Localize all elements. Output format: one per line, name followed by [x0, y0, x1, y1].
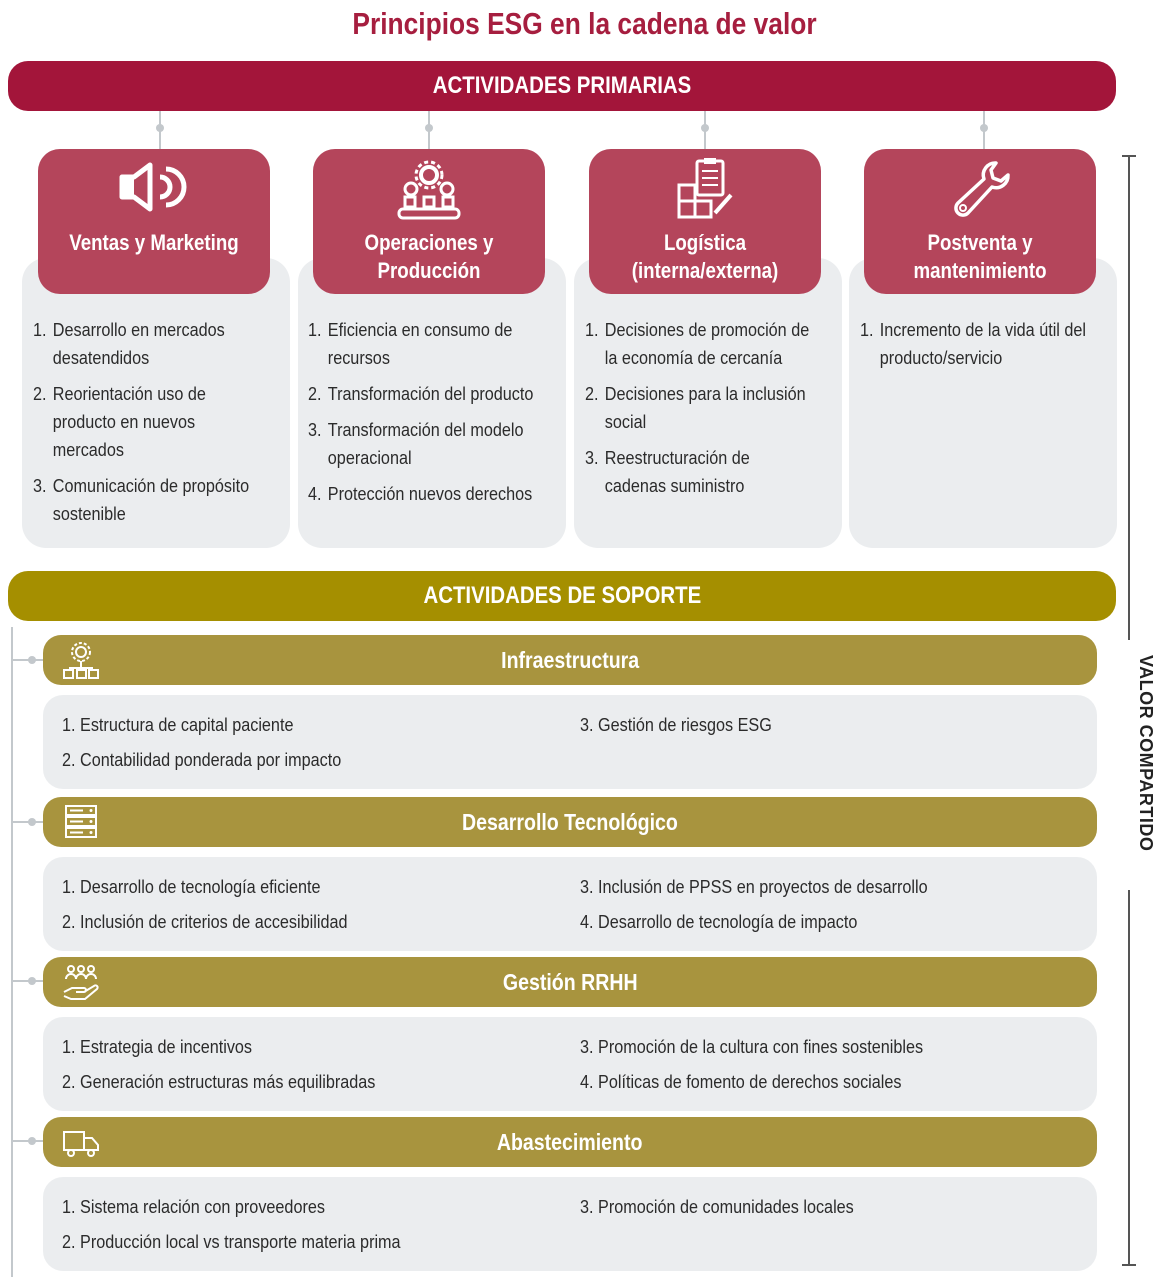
tree-branch: [11, 980, 43, 982]
list-item: 3.Reestructuración de cadenas suministro: [585, 448, 750, 496]
card-panel-ventas: [22, 258, 290, 548]
card-header-ventas: Ventas y Marketing: [38, 149, 270, 294]
speaker-icon: [38, 157, 270, 227]
card-list-ventas: 1.Desarrollo en mercados desatendidos 2.…: [33, 316, 283, 536]
list-item: 3. Promoción de comunidades locales: [580, 1197, 854, 1217]
connector-dot: [28, 977, 36, 985]
primary-activities-bar: ACTIVIDADES PRIMARIAS: [8, 61, 1116, 111]
side-bracket-top: [1122, 155, 1136, 157]
side-label: VALOR COMPARTIDO: [1136, 655, 1156, 852]
connector-dot: [28, 1137, 36, 1145]
clipboard-boxes-icon: [589, 157, 821, 227]
support-activities-bar: ACTIVIDADES DE SOPORTE: [8, 571, 1116, 621]
list-item: 1.Incremento de la vida útil del product…: [860, 320, 1087, 368]
list-item: 2. Producción local vs transporte materi…: [62, 1232, 401, 1252]
people-hand-icon: [61, 962, 101, 1002]
list-item: 2.Decisiones para la inclusión social: [585, 384, 806, 432]
card-panel-logistica: [574, 258, 842, 548]
gear-network-icon: [61, 640, 101, 680]
list-item: 2.Transformación del producto: [308, 384, 534, 404]
list-item: 1. Sistema relación con proveedores: [62, 1197, 325, 1217]
section-body-abastecimiento: 1. Sistema relación con proveedores 2. P…: [43, 1177, 1097, 1271]
list-item: 1. Desarrollo de tecnología eficiente: [62, 877, 321, 897]
list-item: 1. Estrategia de incentivos: [62, 1037, 253, 1057]
card-panel-postventa: [849, 258, 1117, 548]
tree-branch: [11, 1140, 43, 1142]
list-item: 2. Inclusión de criterios de accesibilid…: [62, 912, 348, 932]
list-item: 2. Contabilidad ponderada por impacto: [62, 750, 342, 770]
list-item: 3. Promoción de la cultura con fines sos…: [580, 1037, 924, 1057]
connector-dot: [425, 124, 433, 132]
list-item: 3. Gestión de riesgos ESG: [580, 715, 772, 735]
list-item: 1.Eficiencia en consumo de recursos: [308, 320, 513, 368]
connector-dot: [28, 818, 36, 826]
tree-line: [11, 627, 13, 1277]
list-item: 2.Reorientación uso de producto en nuevo…: [33, 384, 206, 460]
connector-dot: [28, 656, 36, 664]
section-header-desarrollo-tecnologico: Desarrollo Tecnológico: [43, 797, 1097, 847]
card-panel-operaciones: [298, 258, 566, 548]
tree-branch: [11, 659, 43, 661]
list-item: 3.Comunicación de propósito sostenible: [33, 476, 250, 524]
list-item: 1.Desarrollo en mercados desatendidos: [33, 320, 225, 368]
list-item: 3.Transformación del modelo operacional: [308, 420, 524, 468]
list-item: 2. Generación estructuras más equilibrad…: [62, 1072, 376, 1092]
list-item: 4. Políticas de fomento de derechos soci…: [580, 1072, 902, 1092]
gears-conveyor-icon: [313, 157, 545, 227]
side-bracket-bottom: [1122, 1264, 1136, 1266]
list-item: 1.Decisiones de promoción de la economía…: [585, 320, 810, 368]
connector-dot: [156, 124, 164, 132]
wrench-icon: [864, 157, 1096, 227]
section-body-infraestructura: 1. Estructura de capital paciente 2. Con…: [43, 695, 1097, 789]
list-item: 1. Estructura de capital paciente: [62, 715, 294, 735]
list-item: 3. Inclusión de PPSS en proyectos de des…: [580, 877, 928, 897]
section-body-desarrollo-tecnologico: 1. Desarrollo de tecnología eficiente 2.…: [43, 857, 1097, 951]
server-icon: [61, 802, 101, 842]
tree-branch: [11, 821, 43, 823]
delivery-truck-icon: [61, 1122, 101, 1162]
section-header-gestion-rrhh: Gestión RRHH: [43, 957, 1097, 1007]
section-header-infraestructura: Infraestructura: [43, 635, 1097, 685]
list-item: 4. Desarrollo de tecnología de impacto: [580, 912, 858, 932]
card-list-postventa: 1.Incremento de la vida útil del product…: [860, 316, 1115, 380]
side-label-bg: [1116, 640, 1146, 890]
card-list-operaciones: 1.Eficiencia en consumo de recursos 2.Tr…: [308, 316, 563, 516]
list-item: 4.Protección nuevos derechos: [308, 484, 533, 504]
card-list-logistica: 1.Decisiones de promoción de la economía…: [585, 316, 840, 508]
connector-dot: [701, 124, 709, 132]
card-header-logistica: Logística(interna/externa): [589, 149, 821, 294]
connector-dot: [980, 124, 988, 132]
section-header-abastecimiento: Abastecimiento: [43, 1117, 1097, 1167]
page-title: Principios ESG en la cadena de valor: [352, 6, 817, 41]
section-body-gestion-rrhh: 1. Estrategia de incentivos 2. Generació…: [43, 1017, 1097, 1111]
